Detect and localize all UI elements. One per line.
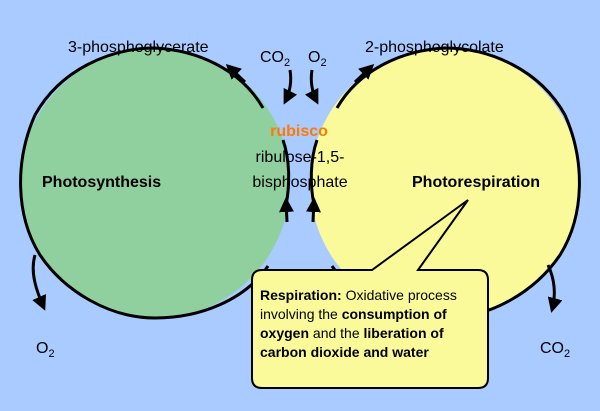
pga-label: 3-phosphoglycerate [68, 39, 209, 56]
o2-output-label: O2 [36, 340, 55, 360]
o2-input-label: O2 [308, 49, 327, 69]
o2-input-arrow [304, 69, 319, 105]
co2-input-label: CO2 [260, 49, 290, 69]
photorespiration-label: Photorespiration [412, 174, 540, 191]
photosynthesis-circle [20, 48, 290, 318]
callout-bubble [251, 199, 489, 389]
o2-input-text: O [308, 49, 320, 66]
photorespiration-inner-arrow [305, 197, 321, 223]
callout-bold-2: liberation of carbon dioxide and water [260, 325, 444, 360]
o2-output-sub: 2 [48, 348, 54, 360]
photorespiration-circle [310, 48, 580, 318]
callout-text-2: and the [309, 325, 364, 341]
o2-input-sub: 2 [320, 57, 326, 69]
callout-term: Respiration: [260, 287, 342, 303]
o2-output-arrow [31, 254, 46, 311]
photosynthesis-inner-arrow [279, 197, 295, 223]
co2-output-text: CO [540, 340, 564, 357]
rubp-label-line2: bisphosphate [252, 174, 347, 191]
respiration-callout: Respiration: Oxidative process involving… [252, 280, 488, 386]
pgl-arrow [353, 63, 375, 84]
co2-output-label: CO2 [540, 340, 570, 360]
callout-text-1: Oxidative process involving the [260, 287, 457, 322]
co2-input-text: CO [260, 49, 284, 66]
o2-output-text: O [36, 340, 48, 357]
photosynthesis-label: Photosynthesis [42, 174, 161, 191]
rubp-label-line1: ribulose-1,5- [256, 149, 345, 166]
pgl-label: 2-phosphoglycolate [365, 39, 504, 56]
rubisco-label: rubisco [270, 123, 328, 140]
co2-output-sub: 2 [564, 348, 570, 360]
co2-output-arrow [546, 264, 563, 313]
co2-input-arrow [283, 69, 298, 105]
co2-input-sub: 2 [284, 57, 290, 69]
callout-bold-1: consumption of oxygen [260, 306, 447, 341]
photosynthesis-cycle-arc-left [19, 114, 270, 320]
pga-arrow [225, 63, 247, 84]
